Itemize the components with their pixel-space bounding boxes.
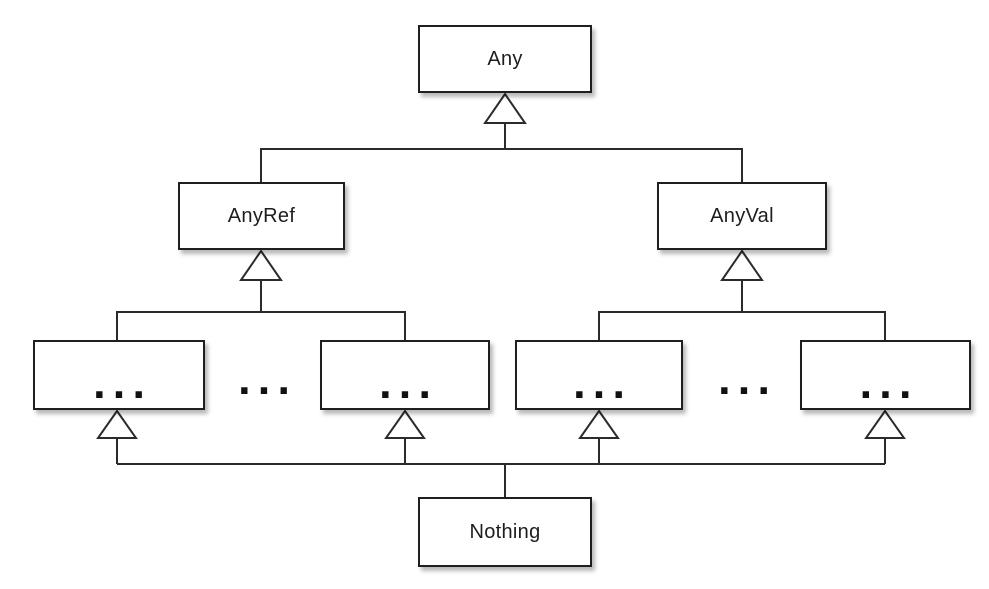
ellipsis-right: ... <box>717 362 777 403</box>
node-anyref-subclass-1: ... <box>33 340 205 410</box>
node-label: AnyRef <box>227 204 296 227</box>
inheritance-arrow-icon <box>239 249 283 281</box>
node-label: ... <box>378 366 438 407</box>
node-nothing: Nothing <box>418 497 592 567</box>
edge-bus-anyval <box>598 311 886 340</box>
node-label: ... <box>858 366 919 407</box>
inheritance-arrow-icon <box>96 409 138 439</box>
edge-bus-anyref <box>116 311 406 340</box>
node-anyref: AnyRef <box>178 182 345 250</box>
node-label: ... <box>572 366 632 407</box>
ellipsis-left: ... <box>237 362 297 403</box>
node-label: ... <box>92 366 152 407</box>
inheritance-arrow-icon <box>483 92 527 124</box>
inheritance-arrow-icon <box>578 409 620 439</box>
node-anyval: AnyVal <box>657 182 827 250</box>
node-anyref-subclass-2: ... <box>320 340 490 410</box>
node-label: Any <box>487 47 523 70</box>
node-label: AnyVal <box>710 204 774 227</box>
edge-bus-top <box>260 148 743 182</box>
node-label: Nothing <box>469 520 541 543</box>
inheritance-arrow-icon <box>864 409 906 439</box>
node-anyval-subclass-1: ... <box>515 340 683 410</box>
node-anyval-subclass-2: ... <box>800 340 971 410</box>
inheritance-arrow-icon <box>384 409 426 439</box>
inheritance-arrow-icon <box>720 249 764 281</box>
node-any: Any <box>418 25 592 93</box>
